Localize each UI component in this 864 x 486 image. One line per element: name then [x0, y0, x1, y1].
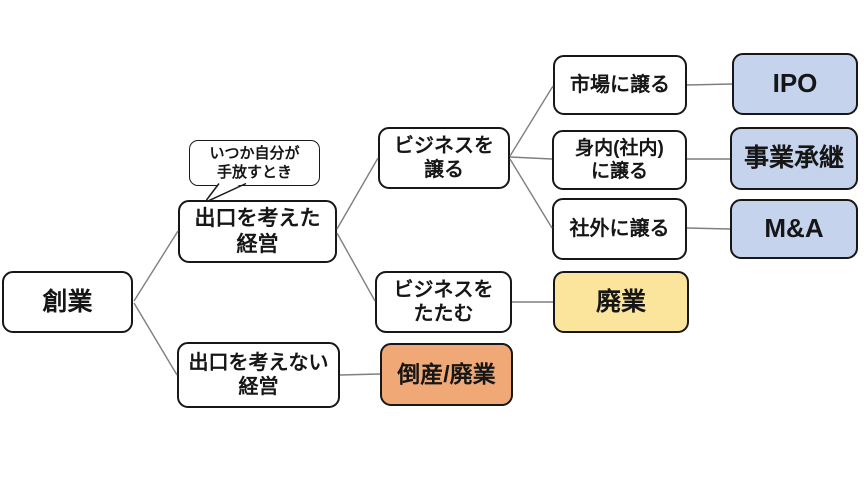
connector-exit-minded-close: [336, 232, 376, 302]
connector-transfer-to-market: [509, 85, 554, 157]
connector-transfer-to-insiders: [509, 156, 553, 160]
node-result-ipo: IPO: [732, 53, 858, 115]
speech-bubble-tail-outline: [205, 182, 247, 202]
node-transfer-to-market: 市場に譲る: [553, 55, 687, 115]
connector-outsiders-ma: [686, 227, 731, 230]
node-transfer-business: ビジネスを 譲る: [378, 127, 510, 189]
connector-transfer-to-outsiders: [509, 158, 553, 229]
node-exit-minded-mgmt: 出口を考えた 経営: [178, 200, 337, 263]
connector-market-ipo: [686, 83, 733, 86]
connector-exit-minded-transfer: [336, 157, 379, 230]
node-result-ma: M&A: [730, 199, 858, 259]
speech-bubble-note: いつか自分が 手放すとき: [189, 140, 320, 186]
node-transfer-to-outsiders: 社外に譲る: [552, 198, 687, 260]
node-result-closure: 廃業: [553, 271, 689, 333]
node-close-business: ビジネスを たたむ: [375, 271, 512, 333]
connector-founding-no-exit: [133, 302, 178, 376]
connector-founding-exit-minded: [133, 230, 179, 302]
node-transfer-to-insiders: 身内(社内) に譲る: [552, 130, 687, 190]
node-result-succession: 事業承継: [730, 127, 858, 190]
node-result-bankruptcy: 倒産/廃業: [380, 343, 513, 406]
node-founding: 創業: [2, 271, 133, 333]
node-no-exit-mgmt: 出口を考えない 経営: [177, 342, 340, 408]
connector-no-exit-bankruptcy: [339, 373, 381, 376]
